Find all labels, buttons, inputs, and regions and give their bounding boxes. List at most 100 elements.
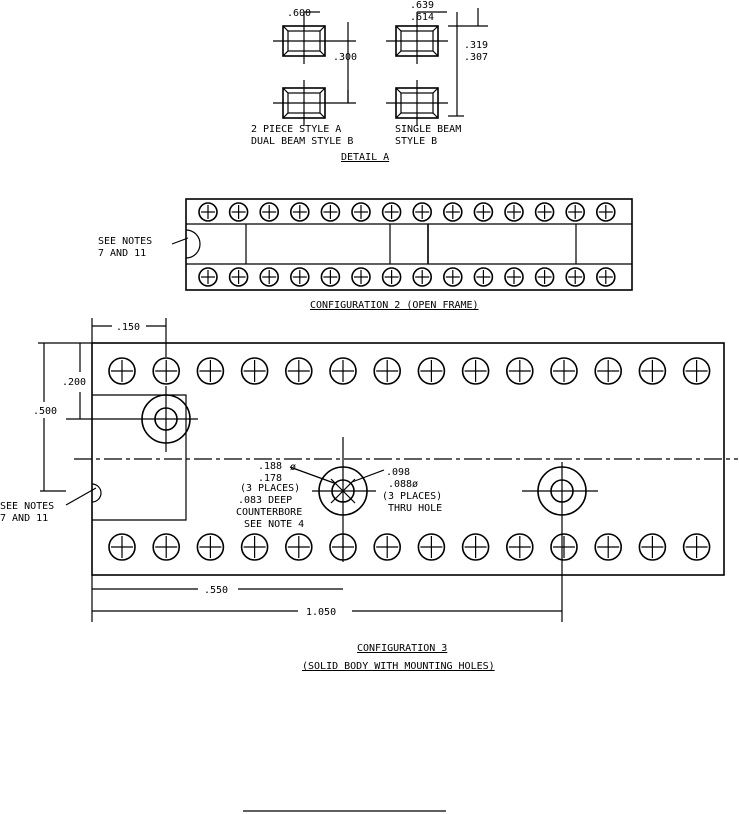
thru-hole-dim-2: .088 xyxy=(388,479,412,490)
config2-pin xyxy=(504,267,524,287)
config2-pin xyxy=(351,202,371,222)
config2-pin xyxy=(198,267,218,287)
config2-note-2: 7 AND 11 xyxy=(98,248,146,259)
config2-notch xyxy=(185,229,201,259)
contact-left-bottom xyxy=(273,80,335,126)
config2-pin xyxy=(412,202,433,222)
detail-a: .600 .300 .639 .614 .319 .307 xyxy=(251,0,488,163)
detail-a-left-label-2: DUAL BEAM STYLE B xyxy=(251,136,353,147)
dim-200: .200 xyxy=(62,377,86,388)
dim-614: .614 xyxy=(410,12,434,23)
configuration-2: SEE NOTES 7 AND 11 CONFIGURATION 2 (OPEN… xyxy=(98,198,633,311)
config3-pin xyxy=(373,533,402,561)
config3-pin xyxy=(373,357,402,385)
config3-pin xyxy=(505,533,534,561)
config3-pin xyxy=(108,533,136,561)
config2-pin xyxy=(289,202,310,222)
config2-pin xyxy=(228,202,249,222)
mounting-hole-left xyxy=(132,386,198,452)
config2-pin xyxy=(442,202,463,222)
config3-bottom-pins xyxy=(108,533,711,561)
config2-pin xyxy=(228,267,249,287)
config3-pin xyxy=(152,533,180,561)
config2-pin xyxy=(259,267,280,287)
config2-pin xyxy=(473,202,494,222)
config3-pin xyxy=(240,533,269,561)
dim-150: .150 xyxy=(116,322,140,333)
svg-text:ø: ø xyxy=(290,462,296,473)
config3-pin xyxy=(417,533,446,561)
counterbore-dim-1: .188 xyxy=(258,461,282,472)
config2-pin xyxy=(565,202,586,222)
config2-pin xyxy=(473,267,494,287)
config2-bottom-pins xyxy=(198,267,616,287)
detail-a-left-label-1: 2 PIECE STYLE A xyxy=(251,124,341,135)
config2-pin xyxy=(351,267,371,287)
contact-left-top xyxy=(273,18,335,64)
config3-pin xyxy=(461,533,490,561)
config3-pin xyxy=(329,357,357,385)
config2-pin xyxy=(442,267,463,287)
config2-pin xyxy=(565,267,586,287)
config3-pin xyxy=(240,357,269,385)
config3-pin xyxy=(682,357,711,385)
configuration-3: .150 .200 .500 .550 1.050 .188 ø .178 (3… xyxy=(0,318,738,672)
config2-frame xyxy=(185,198,633,291)
thru-hole-places: (3 PLACES) xyxy=(382,491,442,502)
contact-right-bottom xyxy=(386,80,448,126)
config3-pin xyxy=(638,533,667,561)
detail-a-right-label-2: STYLE B xyxy=(395,136,437,147)
svg-text:ø: ø xyxy=(412,479,418,490)
dim-307: .307 xyxy=(464,52,488,63)
config3-pin xyxy=(108,357,136,385)
config3-pin xyxy=(505,357,534,385)
config2-pin xyxy=(259,202,280,222)
config2-pin xyxy=(381,267,402,287)
config3-pin xyxy=(594,357,623,385)
config3-pin xyxy=(461,357,490,385)
detail-a-title: DETAIL A xyxy=(341,152,389,163)
config3-pin xyxy=(152,357,180,385)
dim-1050: 1.050 xyxy=(306,607,336,618)
config3-note-2: 7 AND 11 xyxy=(0,513,48,524)
dim-550: .550 xyxy=(204,585,228,596)
config3-title: CONFIGURATION 3 xyxy=(357,643,447,654)
dim-600: .600 xyxy=(287,8,311,19)
config2-pin xyxy=(320,267,341,287)
config2-note-1: SEE NOTES xyxy=(98,236,152,247)
config2-title: CONFIGURATION 2 (OPEN FRAME) xyxy=(310,300,479,311)
config2-top-pins xyxy=(198,202,616,222)
mounting-hole-center xyxy=(312,437,376,562)
config2-pin xyxy=(595,202,616,222)
config3-top-pins xyxy=(108,357,711,385)
config3-pin xyxy=(682,533,711,561)
dim-639: .639 xyxy=(410,0,434,11)
config3-pin xyxy=(196,357,225,385)
config3-pin xyxy=(284,357,313,385)
config2-pin xyxy=(289,267,310,287)
counterbore-label: COUNTERBORE xyxy=(236,507,302,518)
config2-pin xyxy=(320,202,341,222)
counterbore-dim-2: .178 xyxy=(258,473,282,484)
config3-pin xyxy=(594,533,623,561)
config3-pin xyxy=(550,357,578,385)
config3-pin xyxy=(417,357,446,385)
config3-note-1: SEE NOTES xyxy=(0,501,54,512)
dim-500: .500 xyxy=(33,406,57,417)
config2-pin xyxy=(504,202,524,222)
thru-hole-dim-1: .098 xyxy=(386,467,410,478)
detail-a-right-label-1: SINGLE BEAM xyxy=(395,124,461,135)
config2-pin xyxy=(198,202,218,222)
counterbore-depth: .083 DEEP xyxy=(238,495,292,506)
config2-pin xyxy=(534,267,555,287)
contact-right-top xyxy=(386,18,448,64)
mounting-hole-right xyxy=(522,462,598,520)
config2-pin xyxy=(381,202,402,222)
thru-hole-label: THRU HOLE xyxy=(388,503,442,514)
config2-pin xyxy=(534,202,555,222)
counterbore-places: (3 PLACES) xyxy=(240,483,300,494)
dim-300: .300 xyxy=(333,52,357,63)
config3-pin xyxy=(550,533,578,561)
config3-pin xyxy=(284,533,313,561)
